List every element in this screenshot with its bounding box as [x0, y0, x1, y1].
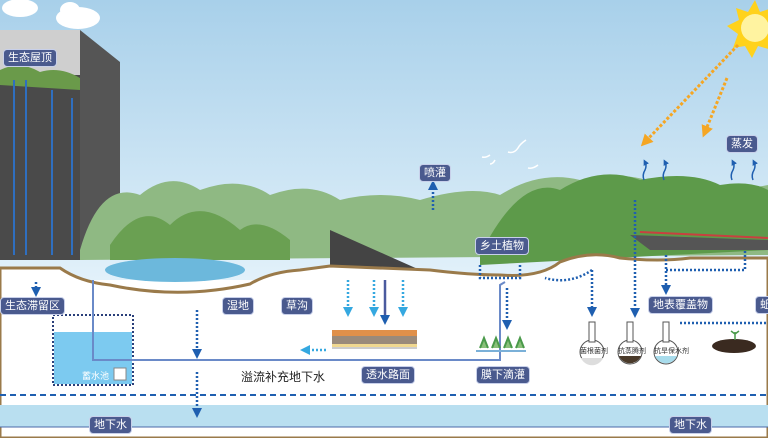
label-groundwater-right: 地下水: [669, 416, 712, 434]
sunlight-arrow: [640, 43, 740, 147]
label-mycorrhizal-agent: 菌根菌剂: [580, 347, 608, 355]
label-ground-cover: 地表覆盖物: [648, 296, 713, 314]
birds: [481, 139, 539, 169]
label-native-plants: 乡土植物: [475, 237, 529, 255]
label-water-retaining-agent: 抗旱保水剂: [654, 347, 689, 355]
cloud-icon: [2, 0, 100, 29]
label-partial-right: 蚯: [755, 296, 768, 314]
sun-icon: [727, 0, 768, 58]
label-antitranspirant: 抗蒸腾剂: [618, 347, 646, 355]
label-bioretention: 生态滞留区: [0, 297, 65, 315]
label-grass-swale: 草沟: [281, 297, 313, 315]
label-drip-irrigation: 膜下滴灌: [476, 366, 530, 384]
soil-mound: [712, 339, 756, 353]
label-wetland: 湿地: [222, 297, 254, 315]
water-flow-arrows: [31, 180, 768, 418]
evaporation-arrows: [642, 159, 759, 181]
pump-icon: [113, 367, 127, 381]
label-overflow-recharge: 溢流补充地下水: [241, 370, 326, 384]
vegetation: [80, 174, 768, 275]
label-sprinkler: 喷灌: [419, 164, 451, 182]
overflow-pipe: [92, 280, 506, 361]
label-groundwater-left: 地下水: [89, 416, 132, 434]
label-evaporation: 蒸发: [726, 135, 758, 153]
label-permeable-pavement: 透水路面: [361, 366, 415, 384]
label-cistern: 蓄水池: [82, 372, 110, 382]
drip-irrigation-plants: [476, 335, 526, 352]
label-eco-roof: 生态屋顶: [3, 49, 57, 67]
permeable-pavement-section: [332, 330, 417, 349]
wetland-pond: [105, 258, 245, 282]
